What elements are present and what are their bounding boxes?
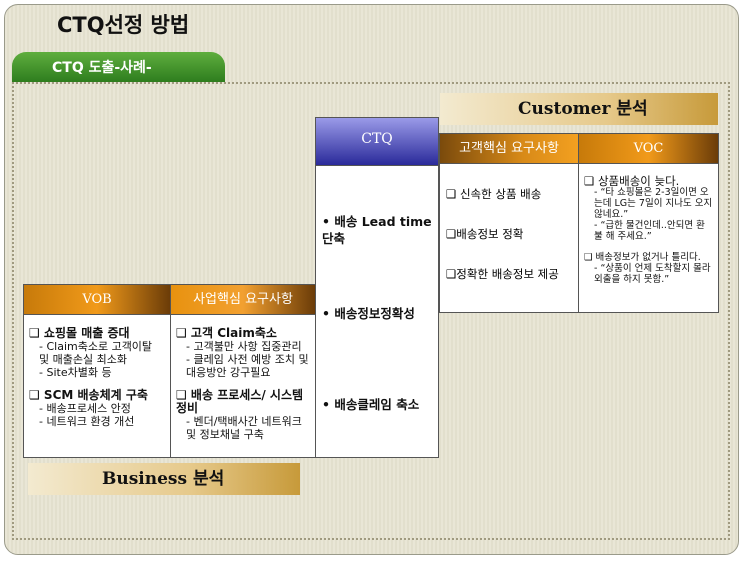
voc-line: - “타 쇼핑몰은 2-3일이면 오는데 LG는 7일이 지나도 오지 않네요.… <box>594 187 713 220</box>
page-title: CTQ선정 방법 <box>57 13 190 37</box>
business-table: VOB ❑ 쇼핑몰 매출 증대 - Claim축소로 고객이탈 및 매출손실 최… <box>23 284 316 458</box>
vob-header: VOB <box>24 285 170 315</box>
ctq-column: CTQ • 배송 Lead time 단축 • 배송정보정확성 • 배송클레임 … <box>315 117 439 458</box>
vob-line: - 배송프로세스 안정 <box>39 402 131 415</box>
content-area <box>12 82 730 540</box>
business-analysis-banner: Business 분석 <box>28 463 300 495</box>
business-need-title: ❑ 배송 프로세스/ 시스템 정비 <box>176 388 304 415</box>
customer-need-item: ❑배송정보 정확 <box>446 227 524 241</box>
customer-table: 고객핵심 요구사항 ❑ 신속한 상품 배송 ❑배송정보 정확 ❑정확한 배송정보… <box>439 133 719 313</box>
business-need-line: - 클레임 사전 예방 조치 및 대응방안 강구필요 <box>186 353 309 379</box>
voc-line: - “급한 물건인데..안되면 환불 해 주세요.” <box>594 220 705 242</box>
voc-line: - “상품이 언제 도착할지 몰라 외출을 하지 못함.” <box>594 263 711 285</box>
business-need-title: ❑ 고객 Claim축소 <box>176 326 277 340</box>
voc-header: VOC <box>579 134 718 164</box>
voc-item-title: ❑ 상품배송이 늦다. <box>584 174 680 188</box>
customer-analysis-banner: Customer 분석 <box>440 93 718 125</box>
customer-needs-header: 고객핵심 요구사항 <box>440 134 578 164</box>
section-tab: CTQ 도출-사례- <box>12 52 225 82</box>
ctq-item: • 배송정보정확성 <box>322 306 415 321</box>
customer-need-item: ❑ 신속한 상품 배송 <box>446 187 542 201</box>
business-need-line: - 벤더/택배사간 네트워크 및 정보채널 구축 <box>186 415 302 441</box>
voc-item-title: ❑ 배송정보가 없거나 틀리다. <box>584 252 701 263</box>
ctq-item: • 배송클레임 축소 <box>322 397 420 412</box>
customer-need-item: ❑정확한 배송정보 제공 <box>446 267 559 281</box>
vob-line: - 네트워크 환경 개선 <box>39 415 135 428</box>
vob-line: - Site차별화 등 <box>39 366 112 379</box>
ctq-item: • 배송 Lead time 단축 <box>322 214 432 246</box>
vob-line: - Claim축소로 고객이탈 및 매출손실 최소화 <box>39 340 153 366</box>
ctq-header: CTQ <box>316 118 438 166</box>
business-need-line: - 고객불만 사항 집중관리 <box>186 340 302 353</box>
business-needs-header: 사업핵심 요구사항 <box>171 285 315 315</box>
vob-item-title: ❑ 쇼핑몰 매출 증대 <box>29 326 130 340</box>
vob-item-title: ❑ SCM 배송체계 구축 <box>29 388 148 402</box>
